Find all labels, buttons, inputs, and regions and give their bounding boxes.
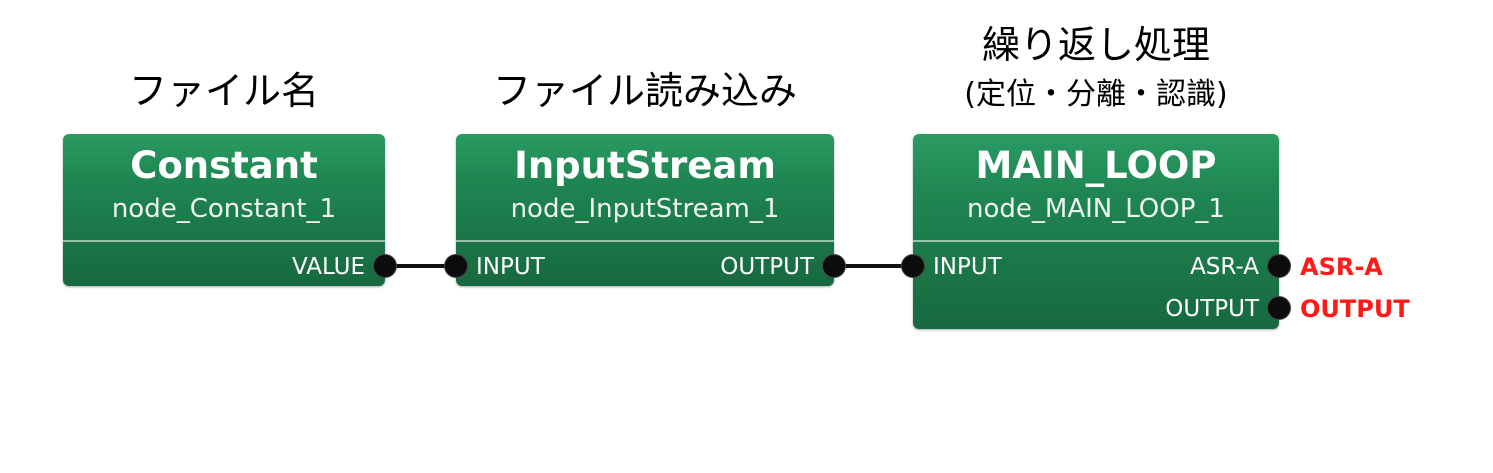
port-constant-value-out[interactable] xyxy=(373,254,397,278)
caption-mainloop-line2: (定位・分離・認識) xyxy=(964,77,1228,112)
port-label-output: OUTPUT xyxy=(720,254,814,280)
node-constant[interactable]: Constant node_Constant_1 VALUE xyxy=(63,134,385,286)
wire-constant-to-inputstream xyxy=(386,264,456,268)
caption-constant: ファイル名 xyxy=(128,69,319,113)
node-name: node_Constant_1 xyxy=(111,193,337,224)
external-output-output: OUTPUT xyxy=(1300,295,1410,323)
port-label-input: INPUT xyxy=(933,254,1002,280)
node-name: node_MAIN_LOOP_1 xyxy=(967,193,1225,224)
node-type: MAIN_LOOP xyxy=(975,144,1217,187)
port-label-asr-a: ASR-A xyxy=(1190,254,1259,280)
port-mainloop-asr-a-out[interactable] xyxy=(1267,254,1291,278)
port-inputstream-output-out[interactable] xyxy=(822,254,846,278)
node-type: InputStream xyxy=(514,144,776,187)
node-mainloop[interactable]: MAIN_LOOP node_MAIN_LOOP_1 INPUT ASR-A O… xyxy=(913,134,1279,329)
wire-inputstream-to-mainloop xyxy=(834,264,914,268)
node-type: Constant xyxy=(130,144,318,187)
port-mainloop-output-out[interactable] xyxy=(1267,296,1291,320)
caption-inputstream: ファイル読み込み xyxy=(492,69,797,113)
caption-mainloop-line1: 繰り返し処理 xyxy=(981,23,1210,67)
port-mainloop-input-in[interactable] xyxy=(901,254,925,278)
port-label-value: VALUE xyxy=(291,254,365,280)
external-output-asr-a: ASR-A xyxy=(1300,253,1383,281)
port-inputstream-input-in[interactable] xyxy=(444,254,468,278)
node-inputstream[interactable]: InputStream node_InputStream_1 INPUT OUT… xyxy=(456,134,834,286)
node-name: node_InputStream_1 xyxy=(510,193,780,224)
port-label-input: INPUT xyxy=(476,254,545,280)
port-label-output: OUTPUT xyxy=(1165,296,1259,322)
